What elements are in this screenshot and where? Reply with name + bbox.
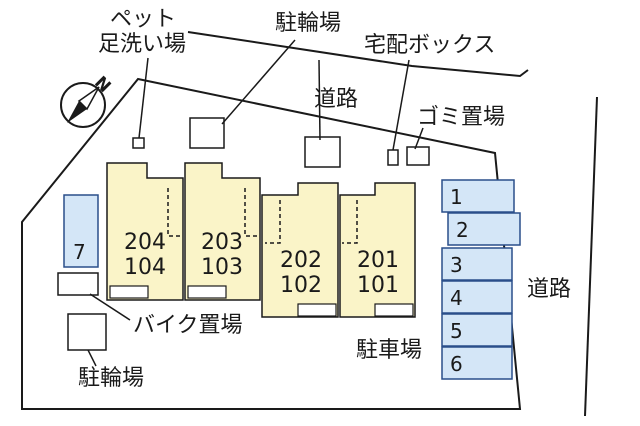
- unit-upper-number: 204: [124, 230, 166, 255]
- bike-parking-area: [57, 272, 99, 296]
- pet-foot-wash-marker: [132, 137, 145, 149]
- unit-entrance-1: [109, 285, 149, 299]
- unit-entrance-3: [297, 303, 337, 317]
- unit-block-203-103: [184, 162, 261, 301]
- bicycle-parking-top-area: [189, 117, 225, 149]
- delivery-box-leader: [392, 59, 410, 151]
- bicycle-parking-top-label: 駐輪場: [275, 11, 341, 36]
- parking-space-4: [441, 280, 513, 314]
- garbage-leader: [414, 127, 424, 150]
- parking-space-number: 7: [73, 240, 86, 264]
- unit-block-202-102: [261, 182, 339, 318]
- parking-space-number: 4: [450, 286, 463, 310]
- unit-upper-number: 203: [201, 230, 243, 255]
- unit-entrance-2: [187, 285, 227, 299]
- unit-dash-2: [244, 188, 260, 237]
- parking-space-1: [441, 179, 515, 213]
- bicycle-parking-bottom-leader: [87, 349, 97, 367]
- unit-dash-1: [167, 188, 183, 237]
- car-parking-label: 駐車場: [356, 338, 422, 363]
- road-top-leader: [318, 59, 321, 141]
- parking-space-number: 6: [450, 352, 463, 376]
- unit-upper-number: 202: [280, 248, 322, 273]
- apartment-building: [106, 162, 416, 318]
- unit-lower-number: 102: [280, 273, 322, 298]
- delivery-box-label: 宅配ボックス: [364, 33, 495, 58]
- bike-parking-label: バイク置場: [133, 313, 243, 338]
- road-right-label: 道路: [527, 277, 571, 302]
- bicycle-parking-bottom-area: [67, 313, 107, 351]
- unit-block-204-104: [106, 162, 184, 301]
- unit-entrance-4: [374, 303, 414, 317]
- road-top-box: [304, 136, 341, 168]
- unit-upper-number: 201: [357, 248, 399, 273]
- road-edge-line-right: [584, 96, 598, 417]
- car-parking-spaces: [63, 179, 521, 380]
- road-top-label: 道路: [314, 87, 358, 112]
- bike-parking-leader: [89, 293, 131, 321]
- pet-wash-label-line1: ペット: [110, 7, 176, 32]
- parking-space-number: 1: [450, 185, 463, 209]
- parking-space-number: 3: [450, 253, 463, 277]
- unit-lower-number: 103: [201, 255, 243, 280]
- parking-space-3: [441, 247, 513, 281]
- unit-lower-number: 104: [124, 255, 166, 280]
- north-arrow-icon: [60, 82, 106, 128]
- garbage-label: ゴミ置場: [417, 105, 505, 130]
- parking-space-6: [441, 346, 513, 380]
- road-edge-line-top: [187, 31, 529, 78]
- bicycle-parking-bottom-label: 駐輪場: [78, 366, 144, 391]
- unit-dash-4: [342, 200, 358, 244]
- parking-space-number: 5: [450, 319, 463, 343]
- unit-lower-number: 101: [357, 273, 399, 298]
- parking-space-7: [63, 194, 99, 268]
- garbage-area: [406, 146, 430, 166]
- parking-space-number: 2: [456, 218, 469, 242]
- unit-block-201-101: [339, 182, 416, 318]
- unit-dash-3: [265, 200, 281, 244]
- delivery-box-marker: [387, 149, 399, 166]
- pet-wash-leader: [138, 57, 149, 139]
- pet-wash-label-line2: 足洗い場: [98, 32, 186, 57]
- parking-space-2: [447, 212, 521, 246]
- parking-space-5: [441, 313, 513, 347]
- bicycle-parking-top-leader: [221, 39, 296, 125]
